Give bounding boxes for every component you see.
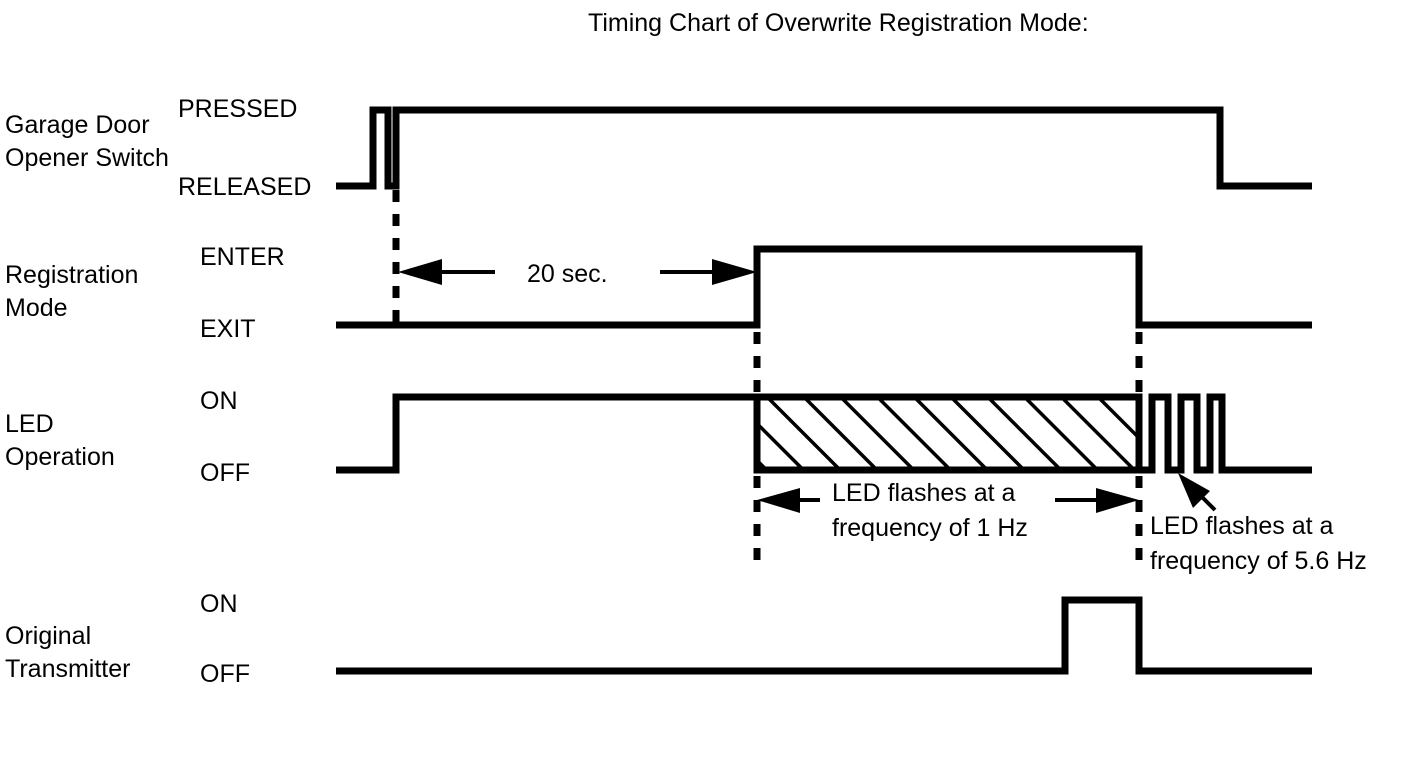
state-label-led-on: ON [200,387,238,415]
annotation-led-1hz-line2: frequency of 1 Hz [832,514,1028,542]
annotation-led-1hz: LED flashes at a frequency of 1 Hz [757,479,1139,542]
signal-label-registration-line1: Registration [5,261,138,289]
waveform-original-transmitter [336,596,1312,675]
waveform-registration-mode [336,245,1312,329]
signal-label-garage-door-line1: Garage Door [5,111,150,139]
state-label-transmitter-off: OFF [200,660,250,688]
signal-label-transmitter-line2: Transmitter [5,655,130,683]
led-hatched-region-1hz [753,393,1143,474]
annotation-led-5-6hz-line1: LED flashes at a [1150,512,1334,540]
annotation-led-1hz-line1: LED flashes at a [832,479,1016,507]
annotation-20-sec-label: 20 sec. [527,260,608,288]
led-burst-pulses-5-6hz [1135,393,1312,474]
state-label-transmitter-on: ON [200,590,238,618]
signal-label-transmitter-line1: Original [5,622,91,650]
state-label-enter: ENTER [200,243,285,271]
waveform-led-operation [336,393,1139,474]
annotation-led-5-6hz: LED flashes at a frequency of 5.6 Hz [1150,473,1367,575]
signal-label-led-line2: Operation [5,443,115,471]
state-label-led-off: OFF [200,459,250,487]
state-label-pressed: PRESSED [178,95,297,123]
annotation-led-5-6hz-line2: frequency of 5.6 Hz [1150,547,1367,575]
annotation-20-sec: 20 sec. [398,259,757,288]
signal-label-led-line1: LED [5,410,54,438]
signal-label-garage-door-line2: Opener Switch [5,144,169,172]
chart-title: Timing Chart of Overwrite Registration M… [588,9,1089,37]
signal-label-registration-line2: Mode [5,294,68,322]
state-label-exit: EXIT [200,315,256,343]
waveform-garage-door-switch [336,106,1312,190]
state-label-released: RELEASED [178,173,311,201]
